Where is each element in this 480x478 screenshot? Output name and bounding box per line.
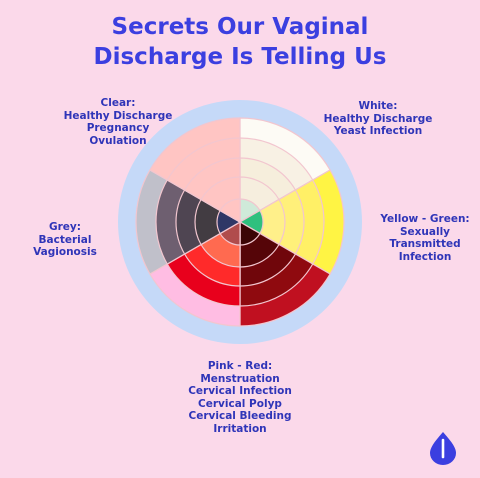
drop-icon (430, 432, 456, 465)
label-clear-heading: Clear: (100, 97, 136, 109)
label-yellow-item: Sexually (399, 225, 451, 238)
page-title: Secrets Our Vaginal Discharge Is Telling… (0, 12, 480, 72)
color-wheel (118, 100, 362, 344)
label-grey-item: Vagionosis (33, 246, 97, 258)
label-grey-heading: Grey: (49, 221, 81, 233)
label-white-item: Yeast Infection (333, 125, 423, 137)
label-white-heading: White: (358, 100, 398, 112)
label-pink-red: Pink - Red: Menstruation Cervical Infect… (175, 360, 305, 435)
title-line-1: Secrets Our Vaginal (111, 14, 369, 40)
label-pink-item: Menstruation (200, 372, 280, 385)
label-pink-item: Irritation (213, 422, 267, 435)
label-yellow-item: Transmitted (389, 238, 461, 250)
label-pink-item: Cervical Bleeding (188, 410, 292, 422)
label-clear-item: Ovulation (89, 134, 147, 147)
label-clear: Clear: Healthy Discharge Pregnancy Ovula… (58, 97, 178, 147)
label-white-item: Healthy Discharge (323, 112, 433, 125)
label-grey: Grey: Bacterial Vagionosis (20, 221, 110, 259)
label-yellow-item: Infection (398, 250, 452, 263)
label-pink-heading: Pink - Red: (207, 360, 273, 372)
label-yellow-heading: Yellow - Green: (380, 213, 470, 225)
label-pink-item: Cervical Infection (188, 385, 292, 397)
label-clear-item: Healthy Discharge (63, 109, 173, 122)
label-white: White: Healthy Discharge Yeast Infection (318, 100, 438, 138)
label-clear-item: Pregnancy (86, 122, 150, 134)
wheel-segment-clear (219, 198, 241, 224)
label-grey-item: Bacterial (38, 233, 92, 246)
label-yellow-green: Yellow - Green: Sexually Transmitted Inf… (370, 213, 480, 263)
label-pink-item: Cervical Polyp (198, 397, 282, 410)
wheel-sectors (135, 117, 345, 327)
title-line-2: Discharge Is Telling Us (93, 44, 387, 70)
